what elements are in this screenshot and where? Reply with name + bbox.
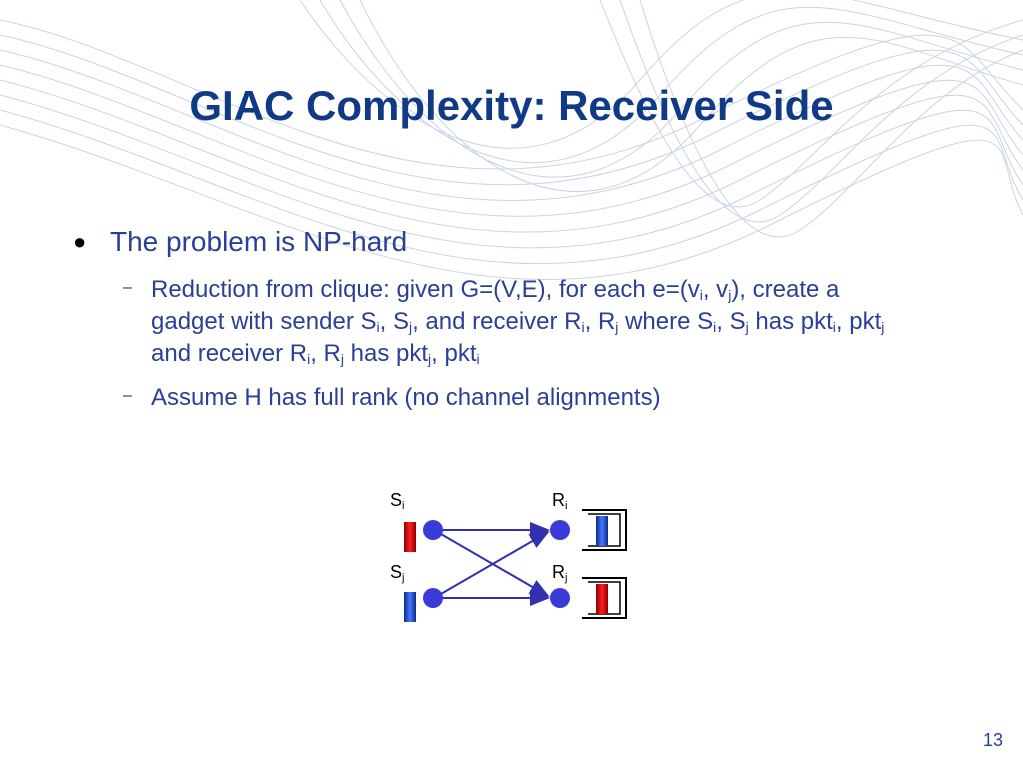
bullet-item: ● The problem is NP-hard	[70, 222, 910, 262]
text-run: , and receiver R	[412, 308, 582, 335]
subscript: i	[307, 351, 311, 367]
subscript: i	[699, 287, 703, 303]
text-run: , S	[716, 308, 746, 335]
blue-packet-icon	[404, 592, 416, 622]
label-base: R	[552, 562, 565, 582]
sub-bullet-text: Assume H has full rank (no channel align…	[151, 384, 661, 411]
receiver-i-node	[550, 520, 570, 540]
subscript: i	[376, 319, 380, 335]
text-run: has pkt	[344, 340, 429, 367]
sub-bullet-text: Reduction from clique: given G=(V,E), fo…	[151, 276, 884, 367]
text-run: and receiver R	[151, 340, 308, 367]
text-run: , v	[702, 276, 729, 303]
blue-packet-icon	[596, 516, 608, 546]
subscript: j	[745, 319, 749, 335]
label-sub: i	[402, 500, 405, 512]
edge-si-rj	[433, 529, 550, 598]
subscript: j	[881, 319, 885, 335]
subscript: j	[428, 351, 432, 367]
sub-bullet-item: – Assume H has full rank (no channel ali…	[70, 382, 891, 414]
text-run: , pkt	[431, 340, 477, 367]
subscript: j	[408, 319, 413, 335]
sender-i-label: Si	[390, 490, 404, 512]
label-sub: j	[402, 572, 405, 584]
dash-bullet-icon: –	[123, 279, 132, 296]
subscript: i	[832, 319, 836, 335]
sub-bullet-item: – Reduction from clique: given G=(V,E), f…	[70, 274, 891, 370]
bullet-dot-icon: ●	[73, 229, 87, 254]
label-sub: i	[565, 500, 568, 512]
text-run: where S	[618, 308, 714, 335]
label-sub: j	[565, 572, 568, 584]
edge-sj-ri	[433, 530, 550, 599]
text-run: has pkt	[748, 308, 833, 335]
sender-j-label: Sj	[390, 562, 404, 584]
bullet-list: ● The problem is NP-hard – Reduction from…	[70, 222, 910, 414]
receiver-i-label: Ri	[552, 490, 567, 512]
red-packet-icon	[404, 522, 416, 552]
subscript: i	[581, 319, 585, 335]
slide-title: GIAC Complexity: Receiver Side	[189, 82, 834, 129]
dash-bullet-icon: –	[123, 387, 132, 404]
sender-j-node	[423, 588, 443, 608]
text-run: ), create a gadget with sender S	[151, 276, 840, 335]
text-run: , S	[379, 308, 409, 335]
subscript: i	[713, 319, 717, 335]
page-number: 13	[982, 730, 1003, 750]
bullet-text: The problem is NP-hard	[110, 226, 408, 257]
text-run: Reduction from clique: given G=(V,E), fo…	[151, 276, 700, 303]
receiver-j-label: Rj	[552, 562, 567, 584]
diagram-graphics	[404, 509, 627, 622]
receiver-j-node	[550, 588, 570, 608]
label-base: R	[552, 490, 565, 510]
label-base: S	[390, 490, 403, 510]
receiver-j-buffer	[582, 577, 627, 619]
text-run: , R	[310, 340, 341, 367]
subscript: j	[615, 319, 619, 335]
red-packet-icon	[596, 584, 608, 614]
text-run: , pkt	[835, 308, 882, 335]
text-run: , R	[584, 308, 616, 335]
gadget-diagram: Si Sj Ri Rj	[380, 480, 640, 630]
sender-i-node	[423, 520, 443, 540]
receiver-i-buffer	[582, 509, 627, 551]
subscript: i	[476, 351, 480, 367]
label-base: S	[390, 562, 403, 582]
subscript: j	[728, 287, 732, 303]
subscript: j	[340, 351, 344, 367]
